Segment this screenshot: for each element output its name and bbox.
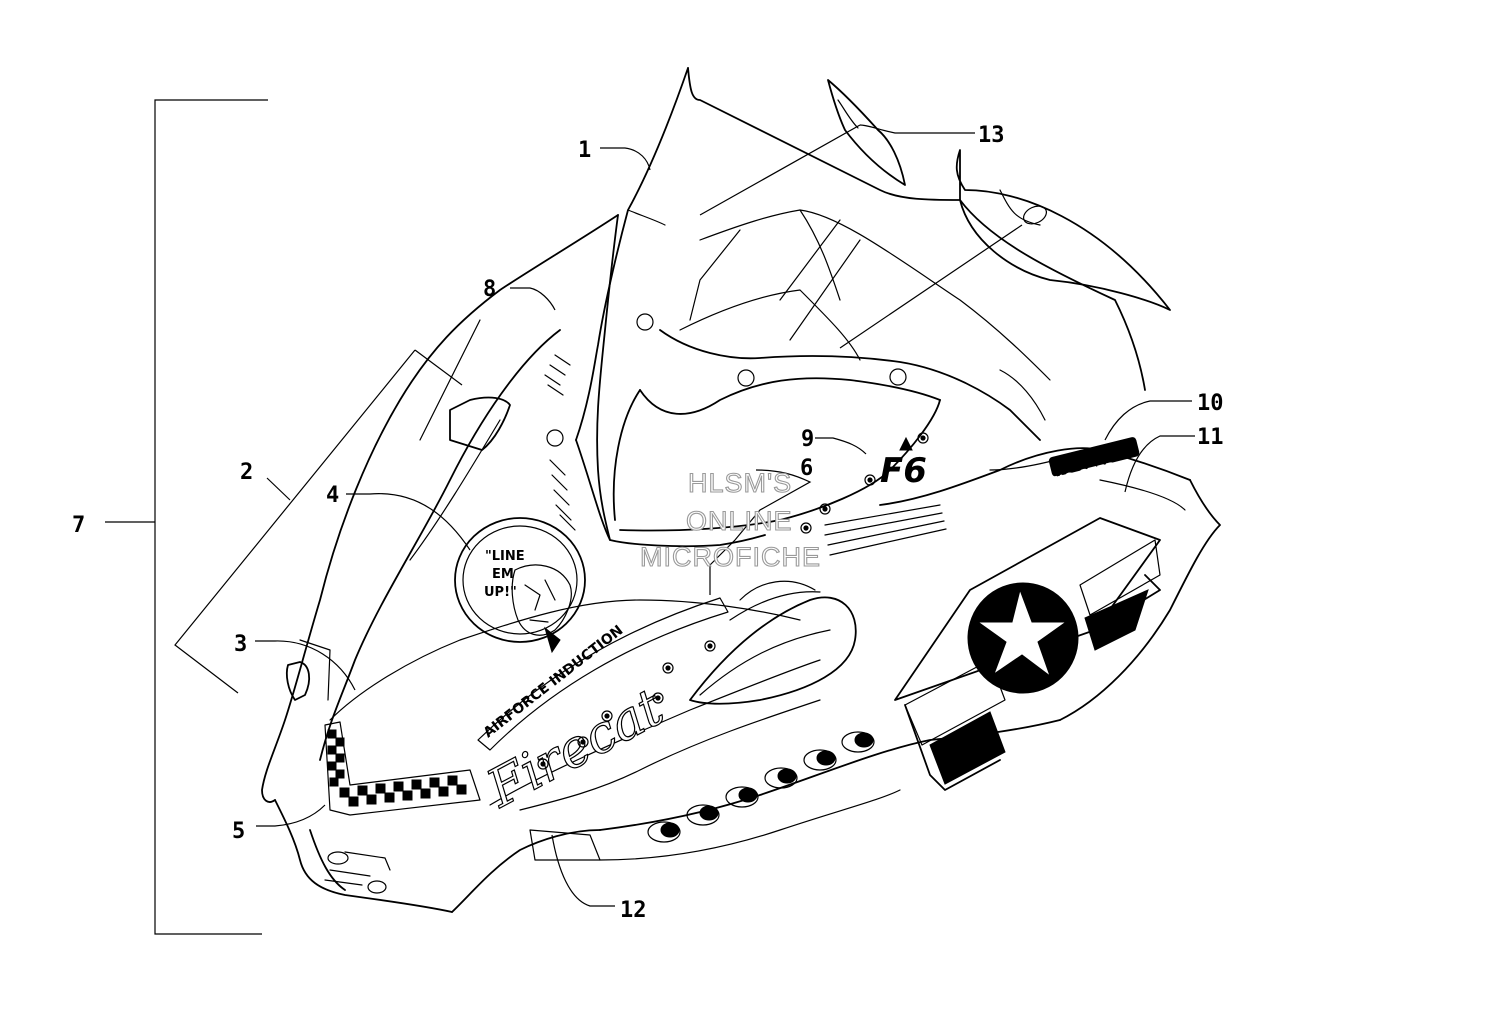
star-insignia-decal	[894, 517, 1161, 791]
f6-text: F6	[880, 451, 927, 491]
watermark-line3: MICROFICHE	[640, 542, 821, 572]
callout-8: 8	[483, 277, 496, 302]
script-decal-text: Firecat	[477, 678, 673, 820]
checkered-decal	[324, 721, 481, 816]
side-vents	[647, 731, 875, 843]
line-em-up-line2: EM	[492, 567, 514, 582]
bullet-hole-decals	[537, 432, 929, 770]
callout-4: 4	[326, 483, 339, 508]
callout-2: 2	[240, 460, 253, 485]
callout-labels: 1 2 3 4 5 6 7 8 9 10 11 12 13	[72, 123, 1224, 923]
watermark: HLSM'S ONLINE MICROFICHE	[639, 467, 821, 572]
kit-bracket	[105, 99, 268, 935]
line-em-up-line1: "LINE	[485, 549, 525, 564]
windshield	[575, 67, 1171, 441]
callout-11: 11	[1197, 425, 1224, 450]
callout-13: 13	[978, 123, 1005, 148]
part-2-outline	[174, 349, 463, 694]
watermark-line1: HLSM'S	[688, 468, 792, 498]
callout-1: 1	[578, 138, 591, 163]
callout-12: 12	[620, 898, 647, 923]
callout-9: 9	[801, 427, 814, 452]
no-step-decal: NO STEP	[1048, 437, 1140, 490]
callout-5: 5	[232, 819, 245, 844]
line-em-up-line3: UP!"	[484, 585, 517, 600]
watermark-line2: ONLINE	[686, 506, 793, 536]
callout-10: 10	[1197, 391, 1224, 416]
callout-7: 7	[72, 513, 85, 538]
f6-decal: F6	[880, 436, 927, 491]
script-decal: Firecat	[476, 659, 821, 821]
callout-3: 3	[234, 632, 247, 657]
line-em-up-decal: "LINE EM UP!"	[454, 517, 586, 654]
callout-6: 6	[800, 456, 813, 481]
leader-lines	[255, 124, 1195, 907]
